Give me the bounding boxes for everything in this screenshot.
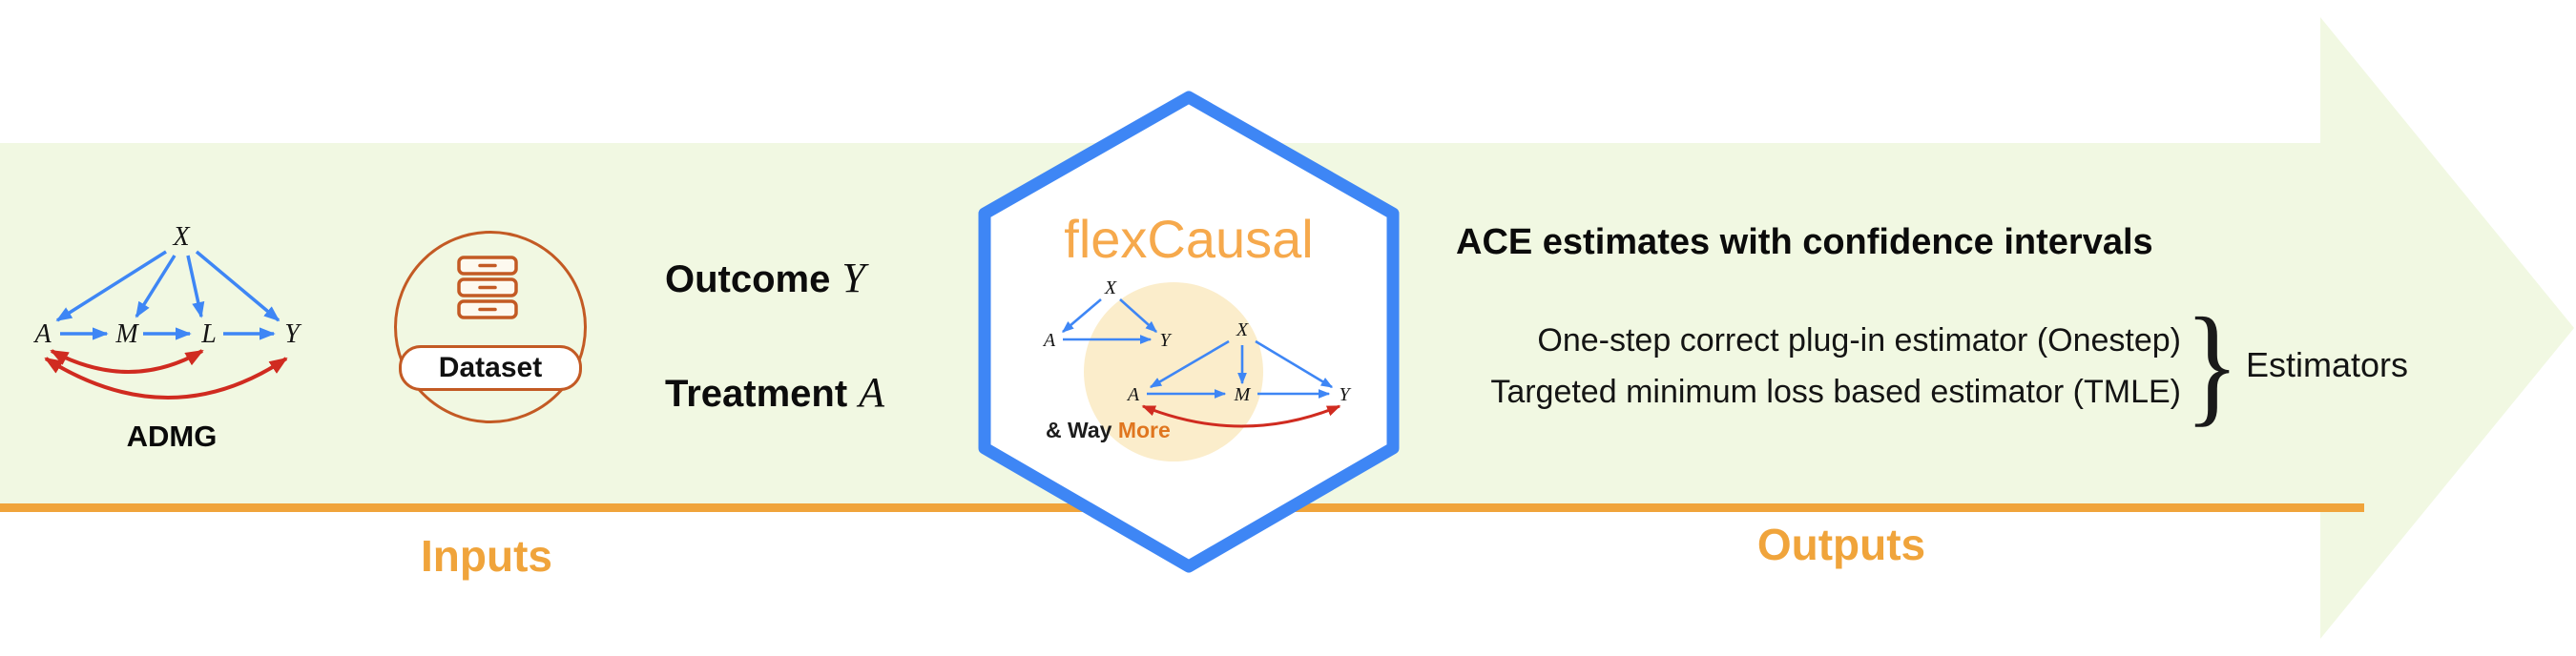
treatment-line: Treatment A (665, 368, 884, 417)
treatment-label: Treatment (665, 373, 848, 415)
mini-ay-node-y: Y (1159, 330, 1172, 351)
admg-node-y: Y (284, 319, 302, 349)
inputs-label: Inputs (421, 531, 552, 581)
admg-graph: X A M L Y ADMG (32, 222, 302, 453)
dataset-circle (394, 231, 587, 423)
treatment-variable: A (859, 369, 885, 416)
mini-amy-node-y: Y (1339, 384, 1351, 405)
outputs-label: Outputs (1756, 520, 1926, 569)
mini-graph-ay: X A Y (1042, 277, 1173, 351)
ace-header: ACE estimates with confidence intervals (1456, 222, 2153, 262)
mini-amy-bidirected-edge (1141, 404, 1341, 428)
admg-caption: ADMG (127, 420, 218, 453)
admg-node-l: L (200, 319, 217, 349)
dataset-label: Dataset (399, 345, 582, 391)
estimators-label: Estimators (2246, 345, 2409, 384)
database-icon (457, 256, 518, 319)
mini-amy-node-x: X (1236, 319, 1249, 340)
mini-amy-node-a: A (1126, 384, 1140, 405)
way-more-text: & Way More (1046, 418, 1171, 443)
mini-ay-node-a: A (1042, 330, 1056, 351)
way-more-prefix: & Way (1046, 418, 1112, 442)
mini-graph-amy: X A M Y (1126, 319, 1351, 428)
estimator-list: One-step correct plug-in estimator (Ones… (1431, 315, 2181, 418)
estimators-brace: } (2185, 291, 2240, 439)
hexagon-title: flexCausal (1064, 209, 1313, 269)
admg-node-a: A (32, 319, 52, 349)
estimator-onestep: One-step correct plug-in estimator (Ones… (1537, 322, 2181, 359)
outcome-label: Outcome (665, 258, 831, 300)
outcome-variable: Y (841, 255, 865, 301)
admg-node-x: X (172, 222, 190, 252)
way-more-word: More (1117, 418, 1171, 442)
admg-directed-edges (55, 250, 280, 340)
flexcausal-hexagon: flexCausal X A Y X A M Y (978, 91, 1400, 573)
highlight-circle (1084, 282, 1263, 461)
admg-bidirected-edges (44, 349, 288, 400)
mini-amy-node-m: M (1234, 384, 1252, 405)
outcome-line: Outcome Y (665, 254, 865, 302)
mini-ay-node-x: X (1104, 277, 1117, 298)
admg-node-m: M (114, 319, 139, 349)
estimator-tmle: Targeted minimum loss based estimator (T… (1490, 374, 2181, 410)
